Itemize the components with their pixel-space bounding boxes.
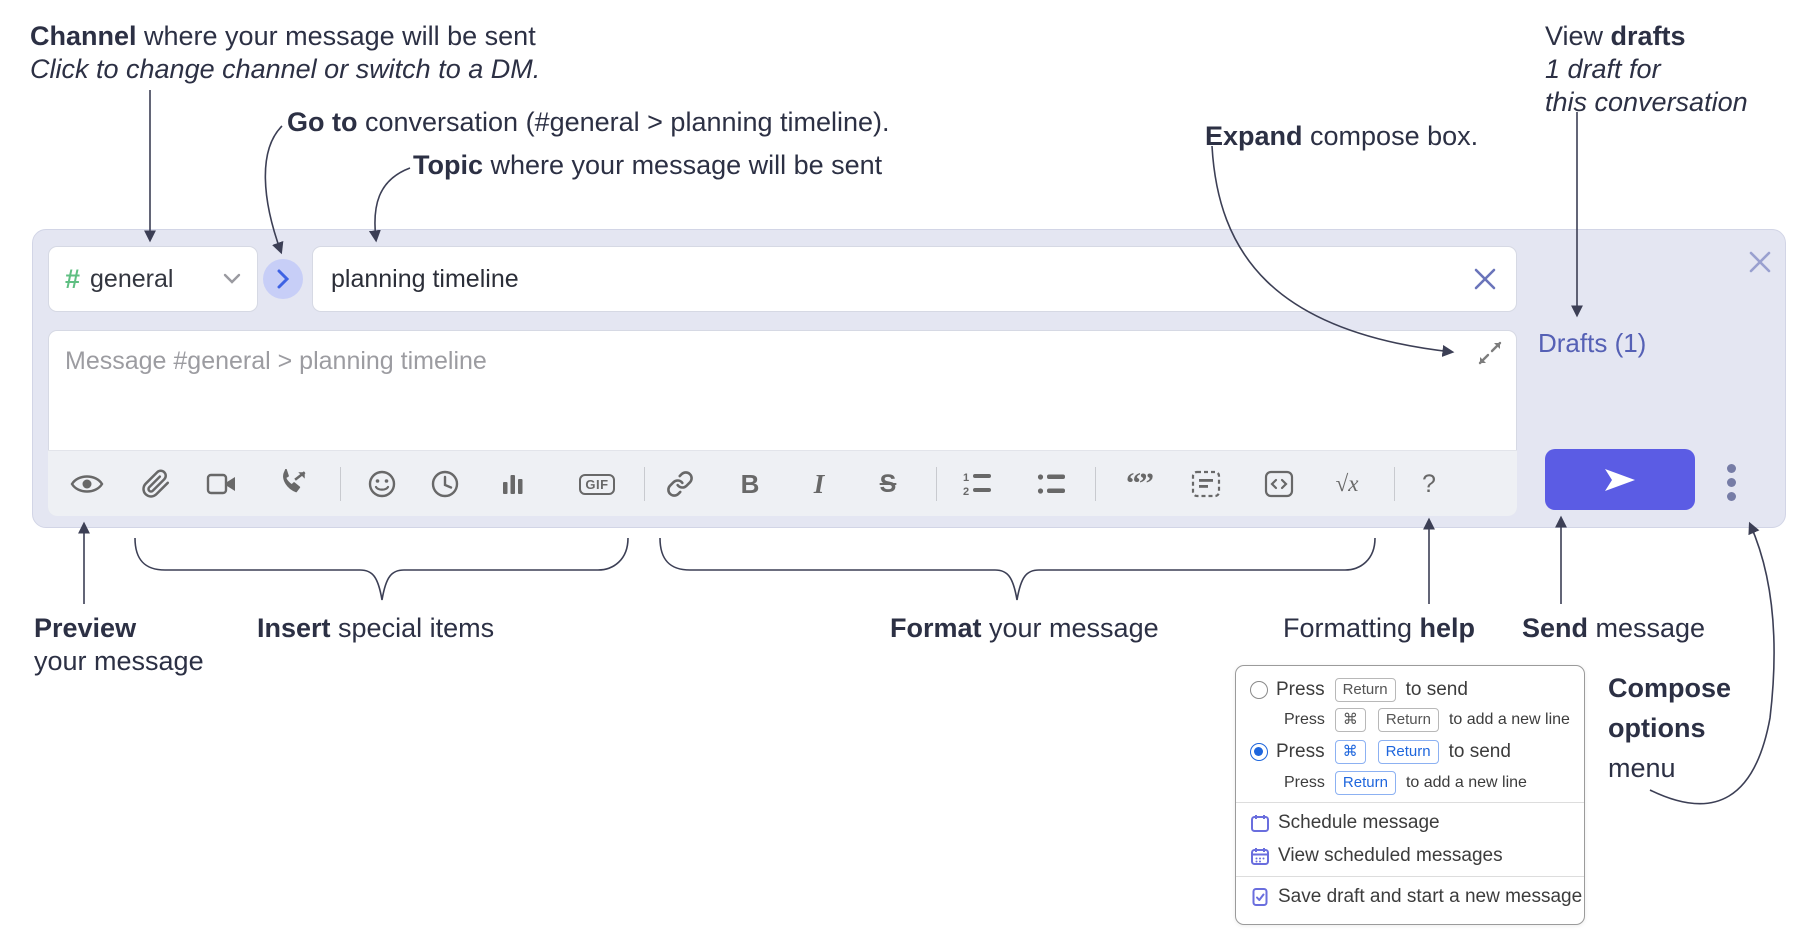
ellipsis-dot (1726, 463, 1736, 473)
send-annotation: Send message (1522, 613, 1706, 643)
ellipsis-dot (1726, 477, 1736, 487)
toolbar-divider (1394, 467, 1395, 501)
format-annotation: Format your message (890, 613, 1159, 643)
poll-icon[interactable] (493, 464, 533, 504)
video-call-icon[interactable] (202, 464, 242, 504)
svg-text:1: 1 (963, 472, 969, 484)
spoiler-icon[interactable] (1186, 464, 1226, 504)
calendar-icon (1251, 815, 1269, 832)
drafts-link[interactable]: Drafts (1) (1538, 328, 1647, 358)
chevron-down-icon (223, 273, 241, 284)
channel-annotation: Channel where your message will be sent … (30, 21, 541, 84)
topic-annotation: Topic where your message will be sent (413, 150, 883, 180)
compose-options-button[interactable] (1717, 460, 1745, 504)
channel-name: general (90, 264, 174, 293)
gif-icon[interactable]: GIF (577, 464, 617, 504)
clear-topic-icon[interactable] (1472, 266, 1498, 292)
message-input[interactable] (49, 331, 1516, 451)
global-time-icon[interactable] (425, 464, 465, 504)
menu-item-view-scheduled[interactable]: View scheduled messages (1250, 845, 1503, 867)
bulleted-list-icon[interactable] (1032, 464, 1072, 504)
channel-selector[interactable]: # general (48, 246, 258, 312)
menu-item-save-draft[interactable]: Save draft and start a new message (1250, 886, 1582, 908)
channel-hash-icon: # (65, 263, 81, 294)
svg-text:2: 2 (963, 486, 969, 497)
send-plane-icon (1605, 468, 1635, 491)
math-icon[interactable]: √x (1335, 471, 1359, 496)
go-to-conversation-button[interactable] (263, 259, 303, 299)
bold-icon[interactable]: B (740, 468, 760, 499)
formatting-help-annotation: Formatting help (1283, 613, 1476, 643)
menu-divider (1236, 876, 1584, 877)
topic-field (312, 246, 1517, 312)
toolbar-divider (1095, 467, 1096, 501)
goto-annotation: Go to conversation (#general > planning … (287, 107, 890, 137)
radio-selected-icon[interactable] (1250, 743, 1268, 761)
calendar-list-icon (1251, 848, 1269, 865)
menu-item-schedule-message[interactable]: Schedule message (1250, 812, 1440, 834)
ellipsis-dot (1726, 491, 1736, 501)
toolbar-divider (340, 467, 341, 501)
close-compose-icon[interactable] (1746, 248, 1774, 276)
voice-call-icon[interactable] (274, 464, 314, 504)
attach-file-icon[interactable] (136, 464, 176, 504)
toolbar-divider (936, 467, 937, 501)
link-icon[interactable] (660, 464, 700, 504)
compose-options-annotation: Compose options menu (1608, 673, 1732, 783)
toolbar-divider (644, 467, 645, 501)
strikethrough-icon[interactable]: S (879, 469, 897, 498)
expand-compose-icon[interactable] (1476, 339, 1504, 367)
menu-divider (1236, 802, 1584, 803)
code-icon[interactable] (1259, 464, 1299, 504)
chevron-right-icon (277, 269, 290, 289)
send-button[interactable] (1545, 449, 1695, 510)
insert-annotation: Insert special items (257, 613, 495, 643)
formatting-help-icon[interactable]: ? (1422, 469, 1436, 498)
italic-icon[interactable]: I (813, 468, 825, 499)
preview-icon[interactable] (67, 464, 107, 504)
expand-annotation: Expand compose box. (1205, 121, 1479, 151)
topic-input[interactable] (331, 264, 1472, 294)
preview-annotation: Preview your message (34, 613, 204, 676)
emoji-icon[interactable] (362, 464, 402, 504)
radio-unselected-icon[interactable] (1250, 681, 1268, 699)
view-drafts-annotation: View drafts 1 draft for this conversatio… (1545, 21, 1748, 117)
draft-check-icon (1252, 888, 1268, 906)
quote-icon[interactable]: “” (1126, 467, 1154, 500)
